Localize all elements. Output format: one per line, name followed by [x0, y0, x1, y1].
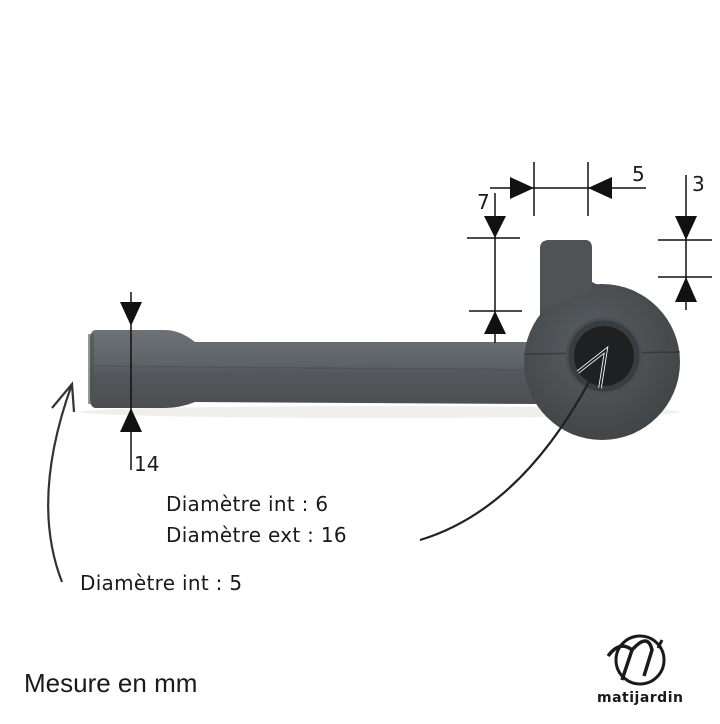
- ring-head: [523, 240, 681, 440]
- dimension-label-tube-outer: 14: [134, 452, 160, 476]
- mj-monogram-logo: [606, 634, 666, 686]
- annotation-tube-inner: Diamètre int : 5: [80, 571, 243, 595]
- tube-body: [88, 330, 540, 408]
- dimension-label-tab-width: 5: [632, 162, 645, 186]
- dimension-label-tab-height: 7: [477, 190, 490, 214]
- dimension-rim-thickness: [658, 175, 712, 310]
- dimension-tube-outer: [120, 292, 142, 470]
- dimension-label-rim-thickness: 3: [692, 172, 705, 196]
- dimension-tab-width: [490, 162, 646, 216]
- dimension-tab-height: [467, 193, 522, 343]
- annotation-ring-inner: Diamètre int : 6: [166, 492, 329, 516]
- pointer-arrow-ring: [419, 345, 609, 542]
- brand-name: matijardin: [597, 690, 684, 706]
- pointer-arrow-tube: [47, 381, 76, 583]
- units-note: Mesure en mm: [24, 668, 198, 698]
- annotation-ring-outer: Diamètre ext : 16: [166, 523, 347, 547]
